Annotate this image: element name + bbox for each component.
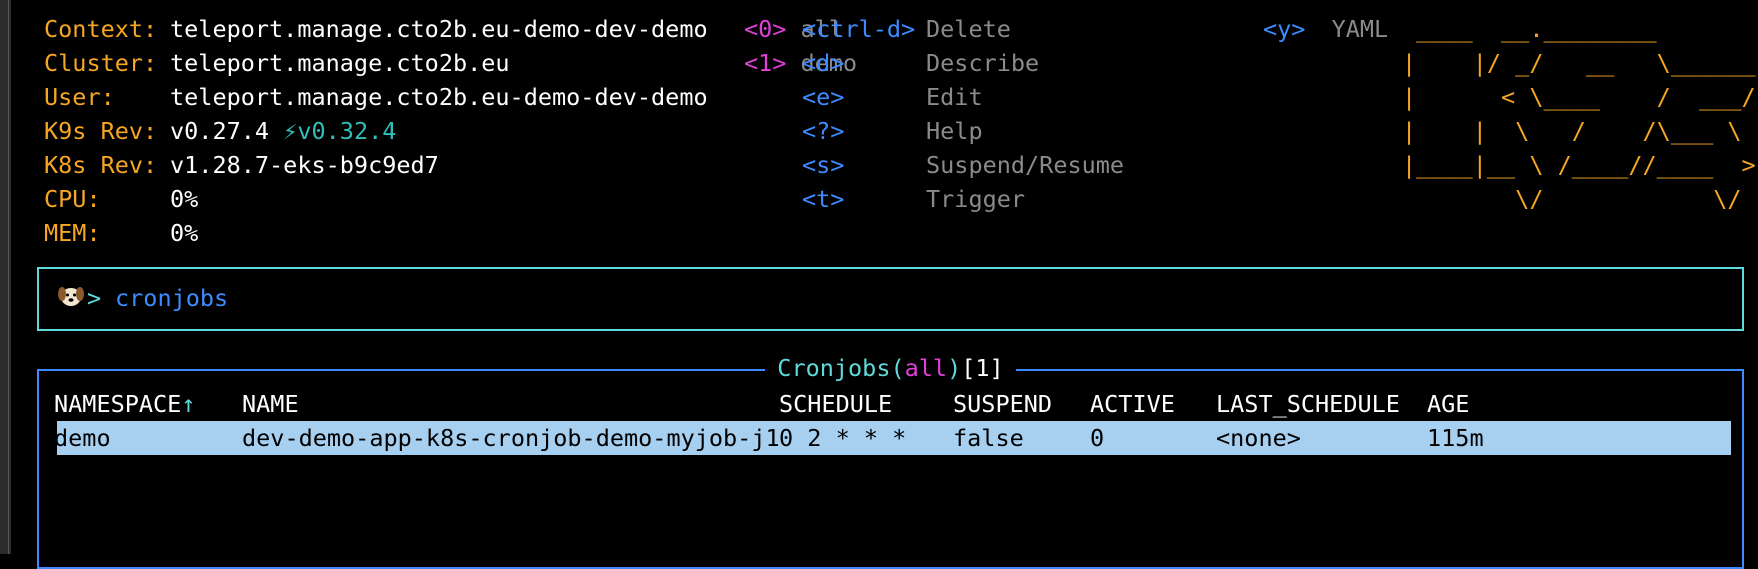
table-title-namespace: all — [904, 354, 948, 382]
cell-name: dev-demo-app-k8s-cronjob-demo-myjob-j1 — [242, 424, 780, 452]
cpu-label: CPU: — [44, 185, 101, 213]
hint-key: <e> — [802, 83, 845, 111]
namespace-key: <1> — [744, 49, 787, 77]
hint-key: <y> — [1263, 15, 1306, 43]
k8s-rev-label: K8s Rev: — [44, 151, 158, 179]
user-label: User: — [44, 83, 115, 111]
sort-ascending-icon: ↑ — [181, 390, 196, 418]
context-value: teleport.manage.cto2b.eu-demo-dev-demo — [170, 15, 708, 43]
table-title: Cronjobs(all)[1] — [39, 351, 1742, 385]
prompt-caret: > — [87, 284, 102, 312]
table-title-count: [1] — [961, 354, 1004, 382]
command-input[interactable]: cronjobs — [115, 284, 229, 312]
column-header-age[interactable]: AGE — [1427, 390, 1470, 418]
namespace-name: all — [800, 15, 843, 43]
table-title-open: ( — [890, 354, 905, 382]
user-value: teleport.manage.cto2b.eu-demo-dev-demo — [170, 83, 708, 111]
hint-desc: Describe — [926, 49, 1040, 77]
k9s-header: Context: teleport.manage.cto2b.eu-demo-d… — [44, 12, 1756, 252]
cell-active: 0 — [1090, 424, 1105, 452]
mem-value: 0% — [170, 219, 199, 247]
cluster-label: Cluster: — [44, 49, 158, 77]
k8s-rev-value: v1.28.7-eks-b9c9ed7 — [170, 151, 439, 179]
column-header-label: NAMESPACE — [54, 390, 182, 418]
hint-desc: YAML — [1331, 15, 1389, 43]
logo-line: ____ __.________ — [1402, 15, 1657, 43]
hint-yaml[interactable]: <y> YAML — [1263, 12, 1388, 46]
logo-line: | | \ / /\___ \ — [1402, 117, 1742, 145]
context-label: Context: — [44, 15, 158, 43]
k9s-rev-label: K9s Rev: — [44, 117, 158, 145]
logo-line: | < \____ / ___/ — [1402, 83, 1756, 111]
terminal-scroll-gutter — [0, 0, 11, 554]
hint-desc: Trigger — [926, 185, 1026, 213]
logo-line: | |/ _/ __ \______ — [1402, 49, 1756, 77]
k9s-upgrade-version: ⚡v0.32.4 — [283, 117, 397, 145]
cell-last-schedule: <none> — [1216, 424, 1301, 452]
column-header-suspend[interactable]: SUSPEND — [953, 390, 1053, 418]
hint-key: <ctrl-d> — [802, 15, 916, 43]
table-title-name: Cronjobs — [777, 354, 891, 382]
cell-namespace: demo — [54, 424, 111, 452]
table-row[interactable]: demo dev-demo-app-k8s-cronjob-demo-myjob… — [54, 421, 1731, 455]
table-header: NAMESPACE↑ NAME SCHEDULE SUSPEND ACTIVE … — [39, 387, 1742, 421]
cluster-value: teleport.manage.cto2b.eu — [170, 49, 510, 77]
column-header-schedule[interactable]: SCHEDULE — [779, 390, 893, 418]
logo-line: |____|__ \ /____//____ > — [1402, 151, 1756, 179]
mem-label: MEM: — [44, 219, 101, 247]
k9s-logo: ____ __.________ | |/ _/ __ \______ | < … — [1402, 12, 1756, 216]
hint-desc: Suspend/Resume — [926, 151, 1125, 179]
hint-key: <d> — [802, 49, 845, 77]
cell-suspend: false — [953, 424, 1024, 452]
namespace-name: demo — [800, 49, 858, 77]
namespace-shortcut-all[interactable]: <0> all — [744, 12, 843, 46]
logo-line: \/ \/ — [1402, 185, 1742, 213]
command-prompt[interactable]: > cronjobs — [37, 267, 1744, 331]
dog-icon — [58, 287, 84, 306]
k9s-rev-value: v0.27.4 — [170, 117, 270, 145]
cell-schedule: 0 2 * * * — [779, 424, 907, 452]
column-header-namespace[interactable]: NAMESPACE↑ — [54, 387, 196, 421]
k9s-rev-value-group: v0.27.4 ⚡v0.32.4 — [170, 114, 396, 148]
column-header-last-schedule[interactable]: LAST_SCHEDULE — [1216, 390, 1400, 418]
hint-key: <t> — [802, 185, 845, 213]
cronjobs-table: Cronjobs(all)[1] NAMESPACE↑ NAME SCHEDUL… — [37, 354, 1744, 569]
column-header-name[interactable]: NAME — [242, 390, 299, 418]
cell-age: 115m — [1427, 424, 1484, 452]
cpu-value: 0% — [170, 185, 199, 213]
column-header-active[interactable]: ACTIVE — [1090, 390, 1175, 418]
hint-key: <s> — [802, 151, 845, 179]
hint-desc: Edit — [926, 83, 983, 111]
namespace-key: <0> — [744, 15, 787, 43]
hint-key: <?> — [802, 117, 845, 145]
table-title-close: ) — [947, 354, 962, 382]
hint-desc: Delete — [926, 15, 1011, 43]
namespace-shortcut-demo[interactable]: <1> demo — [744, 46, 857, 80]
hint-desc: Help — [926, 117, 983, 145]
